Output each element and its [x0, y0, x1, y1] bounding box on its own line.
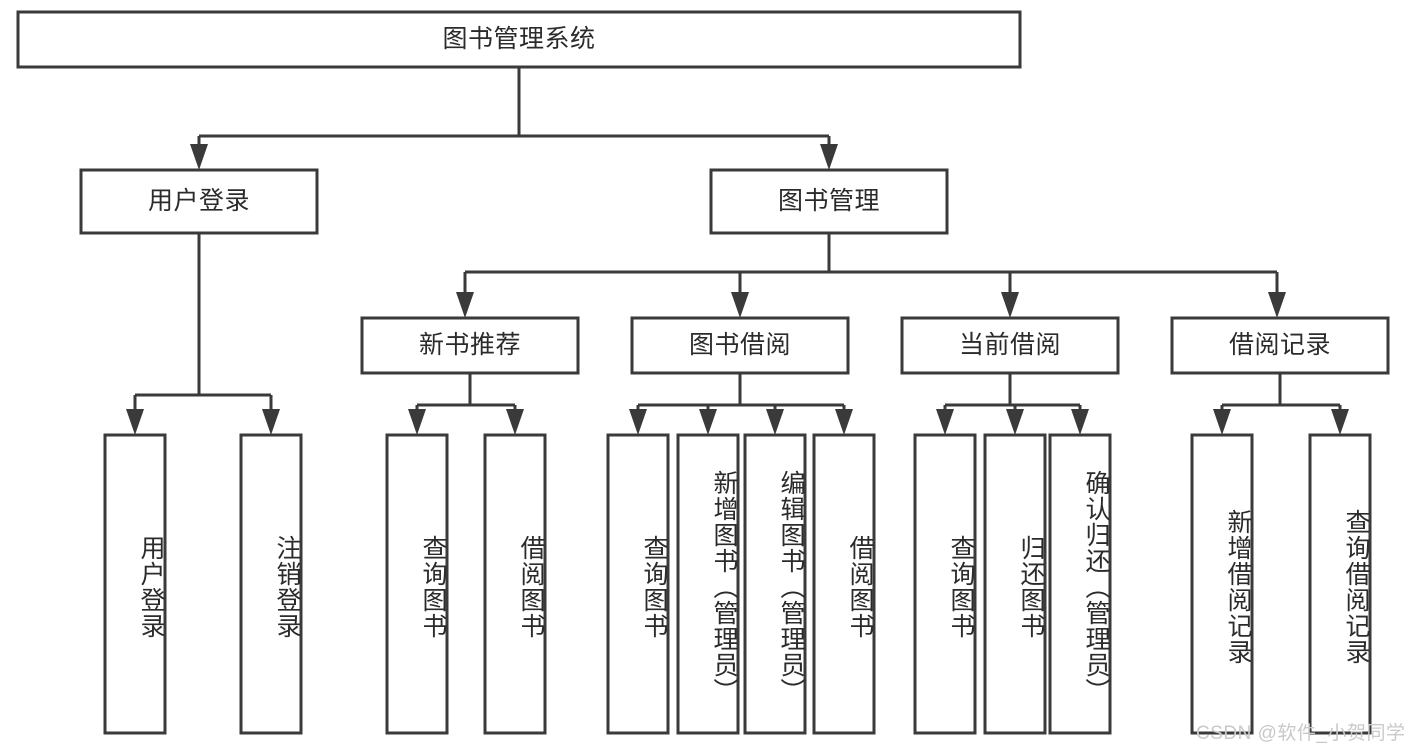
node-leaf-11[interactable]	[1190, 433, 1254, 735]
node-leaf-12[interactable]	[1308, 433, 1372, 735]
arrow-head-icon	[629, 409, 647, 435]
node-level2-1[interactable]	[630, 316, 850, 375]
arrow-head-icon	[126, 409, 144, 435]
arrow-head-icon	[262, 409, 280, 435]
node-box-layer	[16, 10, 1390, 735]
arrow-head-icon	[1006, 409, 1024, 435]
node-level2-0[interactable]	[360, 316, 580, 375]
node-level2-3[interactable]	[1170, 316, 1390, 375]
arrow-head-icon	[456, 292, 474, 318]
arrow-head-icon	[1268, 292, 1286, 318]
node-level2-2[interactable]	[900, 316, 1120, 375]
node-level1-1[interactable]	[709, 168, 949, 235]
arrow-head-icon	[408, 409, 426, 435]
arrow-head-icon	[731, 292, 749, 318]
node-leaf-4[interactable]	[606, 433, 670, 735]
node-leaf-2[interactable]	[385, 433, 449, 735]
arrow-head-icon	[1331, 409, 1349, 435]
arrow-head-icon	[190, 144, 208, 170]
arrow-head-icon	[820, 144, 838, 170]
node-leaf-5[interactable]	[676, 433, 740, 735]
node-leaf-9[interactable]	[983, 433, 1047, 735]
node-leaf-1[interactable]	[239, 433, 303, 735]
node-leaf-6[interactable]	[743, 433, 807, 735]
node-leaf-0[interactable]	[103, 433, 167, 735]
node-leaf-8[interactable]	[913, 433, 977, 735]
arrow-head-icon	[1001, 292, 1019, 318]
arrow-head-icon	[506, 409, 524, 435]
arrow-head-icon	[1213, 409, 1231, 435]
node-level1-0[interactable]	[79, 168, 319, 235]
arrow-head-icon	[766, 409, 784, 435]
node-leaf-10[interactable]	[1048, 433, 1112, 735]
node-leaf-7[interactable]	[812, 433, 876, 735]
arrow-head-icon	[699, 409, 717, 435]
arrow-head-icon	[936, 409, 954, 435]
arrow-head-icon	[1071, 409, 1089, 435]
arrow-head-icon	[835, 409, 853, 435]
node-leaf-3[interactable]	[483, 433, 547, 735]
node-root[interactable]	[16, 10, 1022, 69]
csdn-watermark: CSDN @软件_小贺同学	[1196, 723, 1405, 744]
connector-layer	[126, 67, 1349, 435]
